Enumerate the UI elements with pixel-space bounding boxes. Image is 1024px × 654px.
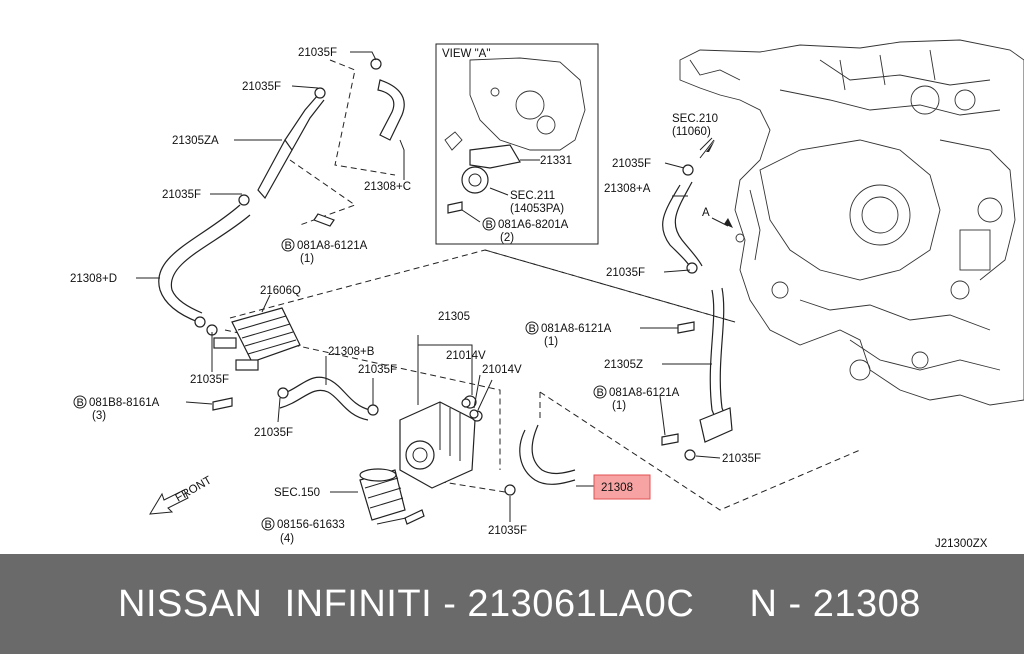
label-21035f: 21035F — [190, 374, 229, 386]
label-21035f: 21035F — [298, 47, 337, 59]
label-qty: (1) — [300, 253, 314, 265]
label-081a6-8201a: 081A6-8201A — [498, 219, 569, 231]
engine-block-illustration — [679, 39, 1024, 406]
bolt-symbol: B — [486, 219, 493, 231]
label-21308c: 21308+C — [364, 181, 411, 193]
label-21308a: 21308+A — [604, 183, 651, 195]
bolt-symbol-icon — [261, 517, 275, 531]
bolt-symbol: B — [529, 323, 536, 335]
label-081a8-6121a: 081A8-6121A — [297, 240, 368, 252]
label-view-a: VIEW "A" — [442, 48, 490, 60]
label-21331: 21331 — [540, 155, 572, 167]
bolt-symbol-icon — [281, 238, 295, 252]
front-arrow — [149, 489, 189, 515]
label-21305za: 21305ZA — [172, 135, 219, 147]
label-21035f: 21035F — [612, 158, 651, 170]
bolt-symbol-icon — [525, 321, 539, 335]
label-qty: (4) — [280, 533, 294, 545]
label-08156-61633: 08156-61633 — [277, 519, 345, 531]
view-a-inset — [435, 43, 599, 245]
label-21035f: 21035F — [606, 267, 645, 279]
label-sec211: SEC.211 — [510, 190, 555, 202]
label-14053pa: (14053PA) — [510, 203, 564, 215]
leader-lines — [136, 51, 729, 525]
label-21035f: 21035F — [722, 453, 761, 465]
diagram-svg: 21035F 21035F 21305ZA 21035F 21308+C B 0… — [70, 39, 1024, 550]
part-number-text: NISSAN INFINITI - 213061LA0C N - 21308 — [118, 582, 921, 625]
label-21035f: 21035F — [254, 427, 293, 439]
label-front: FRONT — [174, 474, 214, 504]
label-21308d: 21308+D — [70, 273, 117, 285]
label-21305z: 21305Z — [604, 359, 643, 371]
oil-cooler-21305 — [399, 395, 483, 489]
part-number-banner: NISSAN INFINITI - 213061LA0C N - 21308 — [0, 554, 1024, 654]
label-21308-highlighted: 21308 — [601, 482, 633, 494]
parts-diagram: 21035F 21035F 21305ZA 21035F 21308+C B 0… — [70, 39, 1024, 550]
label-11060: (11060) — [672, 126, 711, 138]
bolt-symbol: B — [285, 240, 292, 252]
bolt-symbol: B — [77, 397, 84, 409]
label-21035f: 21035F — [242, 81, 281, 93]
label-qty: (3) — [92, 410, 106, 422]
label-21305: 21305 — [438, 311, 470, 323]
label-21035f: 21035F — [358, 364, 397, 376]
bolt-symbol-icon — [73, 395, 87, 409]
oil-cooler-21606q — [213, 307, 301, 371]
labels: 21035F 21035F 21305ZA 21035F 21308+C B 0… — [70, 47, 988, 550]
label-sec150: SEC.150 — [274, 487, 320, 499]
label-qty: (1) — [612, 400, 626, 412]
label-21035f: 21035F — [162, 189, 201, 201]
label-081b8-8161a: 081B8-8161A — [89, 397, 160, 409]
bolt-symbol-icon — [593, 385, 607, 399]
oil-filter — [359, 468, 406, 521]
label-081a8-6121a: 081A8-6121A — [609, 387, 680, 399]
bolt-symbol: B — [597, 387, 604, 399]
label-21014v: 21014V — [482, 364, 522, 376]
label-21606q: 21606Q — [260, 285, 301, 297]
label-a: A — [702, 207, 710, 219]
label-21308b: 21308+B — [328, 346, 375, 358]
label-21014v: 21014V — [446, 350, 486, 362]
label-081a8-6121a: 081A8-6121A — [541, 323, 612, 335]
diagram-code: J21300ZX — [935, 538, 988, 550]
label-qty: (1) — [544, 336, 558, 348]
dashed-outlines — [224, 59, 861, 511]
bolt-symbol: B — [265, 519, 272, 531]
bolt-symbol-icon — [482, 217, 496, 231]
highlight-box — [593, 474, 651, 500]
label-qty: (2) — [500, 232, 514, 244]
label-sec210: SEC.210 — [672, 113, 718, 125]
label-21035f: 21035F — [488, 525, 527, 537]
hoses — [158, 79, 731, 485]
components — [194, 58, 733, 525]
arrows — [699, 139, 733, 228]
